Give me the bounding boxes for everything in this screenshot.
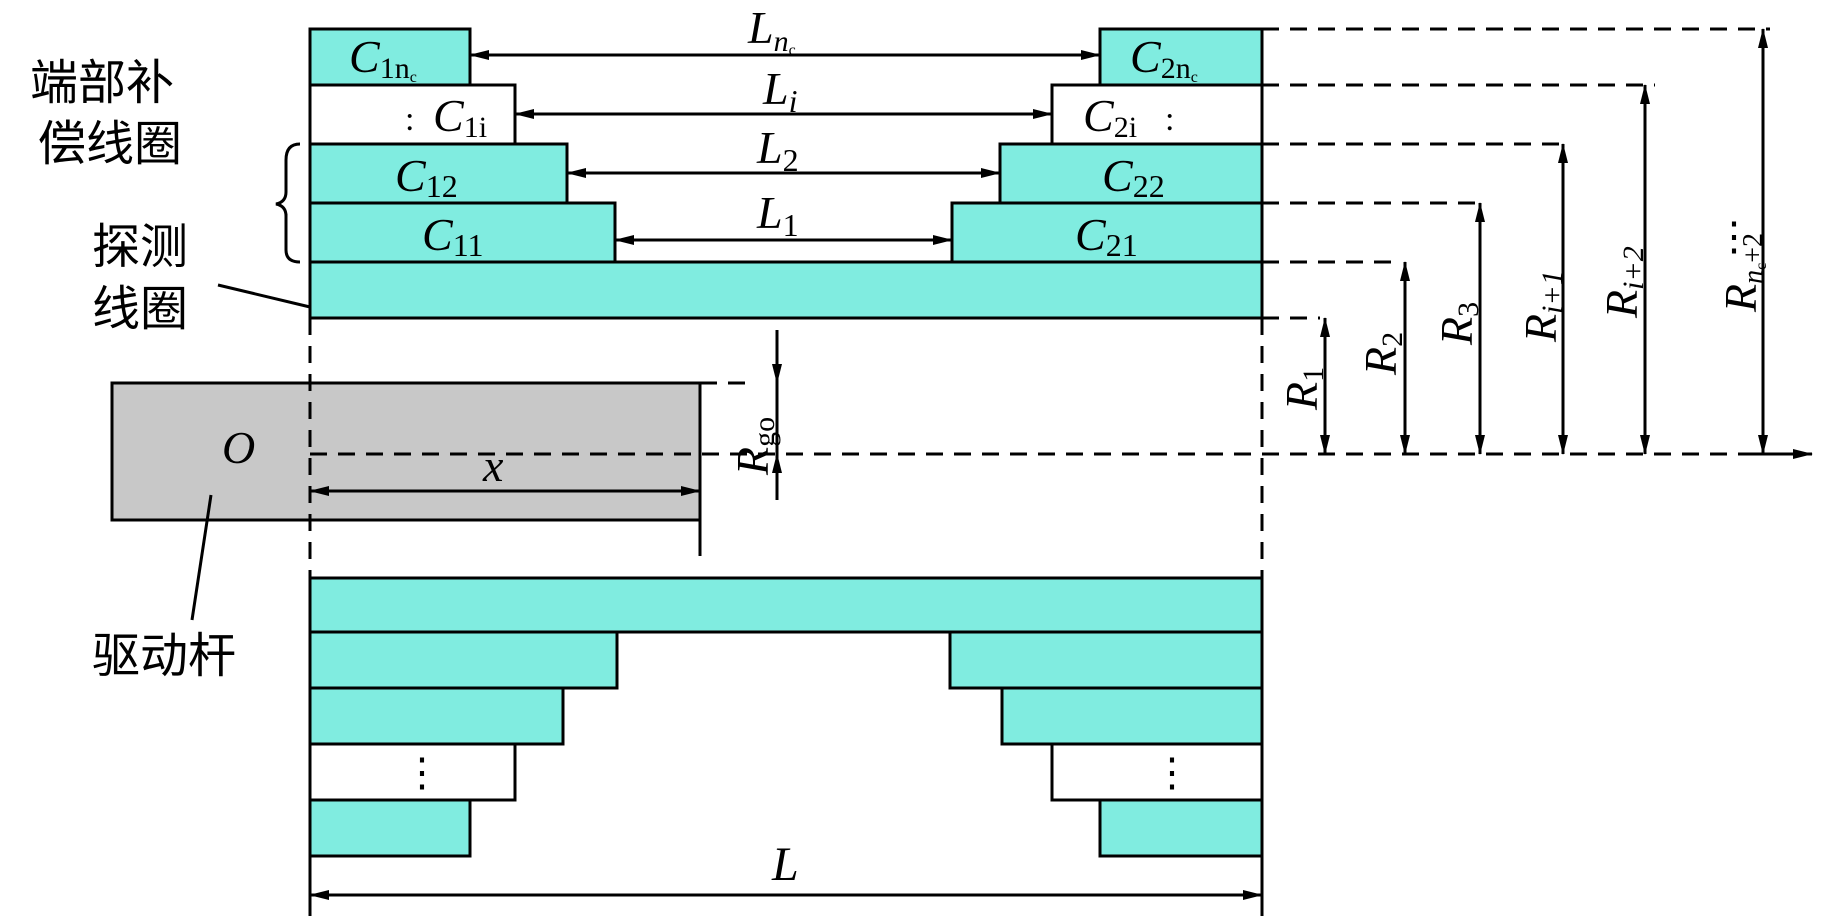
rgo-label: Rgo [727, 417, 781, 476]
l-label: L [771, 838, 799, 891]
coil-c2i [1050, 83, 1264, 146]
coil-bottom-left-nc [308, 798, 472, 858]
coil-bottom-left-1 [308, 630, 619, 690]
coil-bottom-right-i [1050, 742, 1264, 802]
rnc2-label: Rnc+2 [1715, 233, 1770, 313]
ri2-label: Ri+2 [1596, 246, 1650, 319]
lnc-label: Lnc [747, 2, 796, 59]
c2nc-label: C2nc [1130, 31, 1198, 86]
coil-c11 [308, 201, 617, 264]
c1i-label: C1i [433, 90, 487, 144]
top-coil-stack [308, 27, 1264, 320]
coil-bottom-left-i [308, 742, 517, 802]
li-label: Li [762, 63, 797, 119]
c22-label: C22 [1102, 150, 1165, 204]
c21-label: C21 [1075, 209, 1138, 263]
r2-label: R2 [1355, 332, 1409, 376]
dashed-guides [308, 27, 1770, 578]
rod-leader [190, 494, 213, 621]
probe-coil-label-2: 线圈 [92, 281, 188, 337]
probe-leader [217, 283, 311, 309]
probe-coil-bottom [308, 576, 1264, 634]
c1nc-label: C1nc [349, 31, 417, 86]
dots-right-bottom: ⋮ [1152, 750, 1192, 795]
coil-c22 [998, 142, 1264, 205]
c12-label: C12 [395, 150, 458, 204]
length-arrows [308, 50, 1264, 916]
l2-label: L2 [756, 122, 799, 178]
dots-left-top: : [405, 101, 414, 138]
dots-right-top: : [1165, 101, 1174, 138]
radius-arrows [1320, 28, 1768, 455]
r3-label: R3 [1431, 302, 1485, 346]
rnc2-dots: ⋮ [1714, 214, 1754, 259]
coil-c1nc [308, 27, 472, 87]
probe-coil-label-1: 探测 [92, 219, 188, 275]
drive-rod [110, 381, 702, 522]
ri1-label: Ri+1 [1515, 270, 1569, 343]
brace [275, 142, 301, 264]
c2i-label: C2i [1083, 90, 1137, 144]
coil-bottom-right-2 [1000, 686, 1264, 746]
x-label: x [482, 440, 504, 491]
origin-label: O [222, 422, 255, 473]
leaders [190, 142, 311, 621]
dots-left-bottom: ⋮ [402, 750, 442, 795]
drive-rod-label: 驱动杆 [92, 628, 236, 684]
l1-label: L1 [756, 187, 799, 243]
end-coil-label-1: 端部补 [30, 55, 174, 111]
bottom-coil-stack [308, 576, 1264, 858]
end-coil-label-2: 偿线圈 [38, 116, 182, 172]
probe-coil-top [308, 260, 1264, 320]
coil-bottom-left-2 [308, 686, 565, 746]
r1-label: R1 [1276, 367, 1330, 411]
coil-bottom-right-1 [948, 630, 1264, 690]
c11-label: C11 [422, 209, 484, 263]
coil-bottom-right-nc [1098, 798, 1264, 858]
coil-c1i [308, 83, 517, 146]
